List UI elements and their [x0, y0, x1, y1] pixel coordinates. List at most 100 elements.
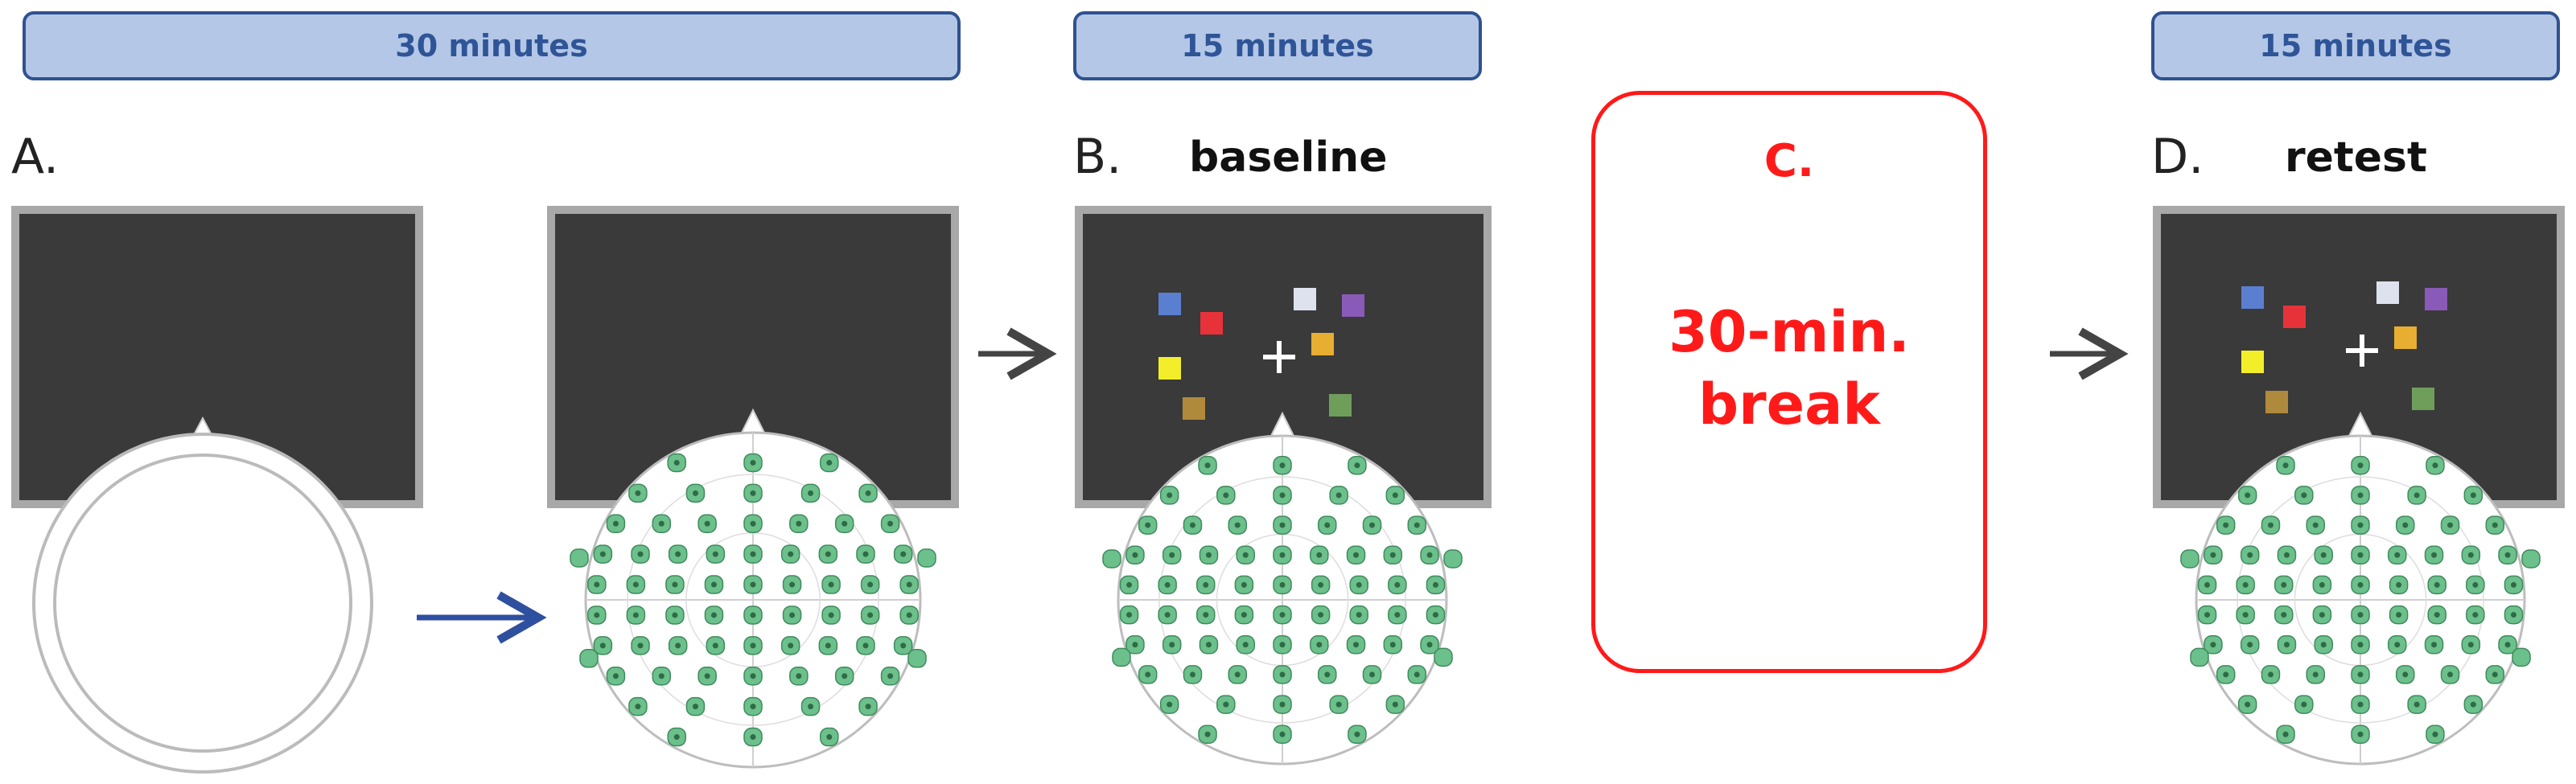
electrode: [1426, 575, 1446, 595]
electrode: [1318, 665, 1337, 684]
electrode: [2466, 605, 2485, 625]
electrode: [743, 667, 763, 686]
electrode: [1420, 635, 1439, 655]
electrode: [1234, 605, 1254, 625]
stimulus-square: [1342, 294, 1364, 317]
panel-c-letter: C.: [1763, 135, 1815, 187]
electrode: [2388, 635, 2407, 655]
stimulus-square: [2241, 286, 2264, 309]
electrode: [1198, 455, 1217, 475]
fixation-cross-icon: [2346, 335, 2378, 367]
electrode: [606, 667, 626, 686]
electrode: [1159, 695, 1179, 714]
electrode: [1385, 695, 1405, 714]
electrode: [893, 636, 913, 655]
electrode: [2274, 575, 2294, 595]
panel-b-title: baseline: [1189, 133, 1388, 182]
electrode: [1273, 724, 1292, 745]
electrode: [1273, 486, 1292, 505]
electrode: [834, 667, 854, 686]
electrode: [606, 514, 626, 533]
electrode: [743, 544, 763, 564]
panel-d-letter: D.: [2151, 129, 2204, 185]
electrode: [743, 575, 763, 594]
electrode: [2216, 665, 2236, 684]
electrode: [2461, 545, 2481, 564]
electrode: [1311, 575, 1331, 595]
electrode: [593, 636, 613, 655]
eeg-cap-icon: [2180, 411, 2541, 766]
fixation-cross-icon: [1263, 341, 1295, 373]
electrode: [800, 483, 821, 503]
electrode: [1125, 545, 1145, 564]
electrode: [1273, 515, 1292, 535]
electrode: [1311, 605, 1331, 625]
electrode: [628, 483, 648, 503]
stimulus-square: [2241, 351, 2264, 373]
electrode: [2204, 635, 2223, 655]
electrode: [880, 514, 900, 533]
electrode: [2312, 605, 2332, 625]
electrode: [631, 636, 650, 655]
electrode: [2197, 575, 2217, 595]
electrode: [782, 575, 802, 594]
electrode: [1346, 635, 1366, 655]
electrode: [2498, 545, 2517, 564]
electrode: [1426, 605, 1446, 625]
duration-box-30-minutes: 30 minutes: [23, 11, 961, 80]
electrode: [2351, 575, 2370, 595]
stimulus-square: [1294, 288, 1316, 310]
electrode: [2276, 455, 2295, 475]
eeg-cap-icon: [1102, 411, 1463, 766]
electrode: [1273, 545, 1292, 564]
electrode: [1236, 635, 1255, 655]
electrode: [2294, 695, 2314, 714]
electrode: [2351, 515, 2370, 535]
stimulus-array-baseline: [1158, 288, 1364, 420]
electrode: [820, 727, 839, 747]
electrode: [2237, 486, 2257, 505]
head-outline-icon: [32, 416, 373, 774]
electrode: [1329, 695, 1348, 714]
electrode: [789, 514, 809, 533]
electrode: [667, 453, 686, 473]
stimulus-square: [2394, 326, 2417, 349]
electrode: [2274, 605, 2294, 625]
electrode: [2396, 665, 2415, 684]
duration-label: 15 minutes: [1181, 28, 1374, 64]
stimulus-square: [1183, 397, 1205, 420]
electrode: [821, 605, 841, 625]
electrode: [782, 605, 802, 625]
electrode: [2424, 635, 2444, 655]
electrode: [1407, 665, 1427, 684]
electrode: [2261, 515, 2281, 535]
electrode: [860, 575, 880, 594]
electrode: [1329, 486, 1348, 505]
electrode: [818, 636, 838, 655]
electrode: [1420, 545, 1439, 564]
electrode: [2504, 605, 2524, 625]
electrode: [652, 514, 672, 533]
break-label: 30-min. break: [1595, 296, 1983, 441]
electrode: [2485, 515, 2505, 535]
electrode: [743, 453, 763, 473]
electrode: [1102, 549, 1121, 569]
electrode: [2236, 575, 2255, 595]
duration-label: 15 minutes: [2259, 28, 2452, 64]
electrode: [2396, 515, 2415, 535]
break-panel: C. 30-min. break: [1591, 91, 1987, 673]
break-line-2: break: [1698, 371, 1880, 437]
electrode: [821, 575, 841, 594]
electrode: [2461, 635, 2481, 655]
electrode: [860, 605, 880, 625]
electrode: [1158, 575, 1177, 595]
electrode: [704, 575, 724, 594]
electrode: [2498, 635, 2517, 655]
electrode: [2216, 515, 2236, 535]
electrode: [587, 605, 607, 625]
electrode: [706, 636, 726, 655]
panel-d-title: retest: [2285, 133, 2427, 182]
electrode: [2351, 545, 2370, 564]
electrode: [2485, 665, 2505, 684]
electrode: [1385, 486, 1405, 505]
